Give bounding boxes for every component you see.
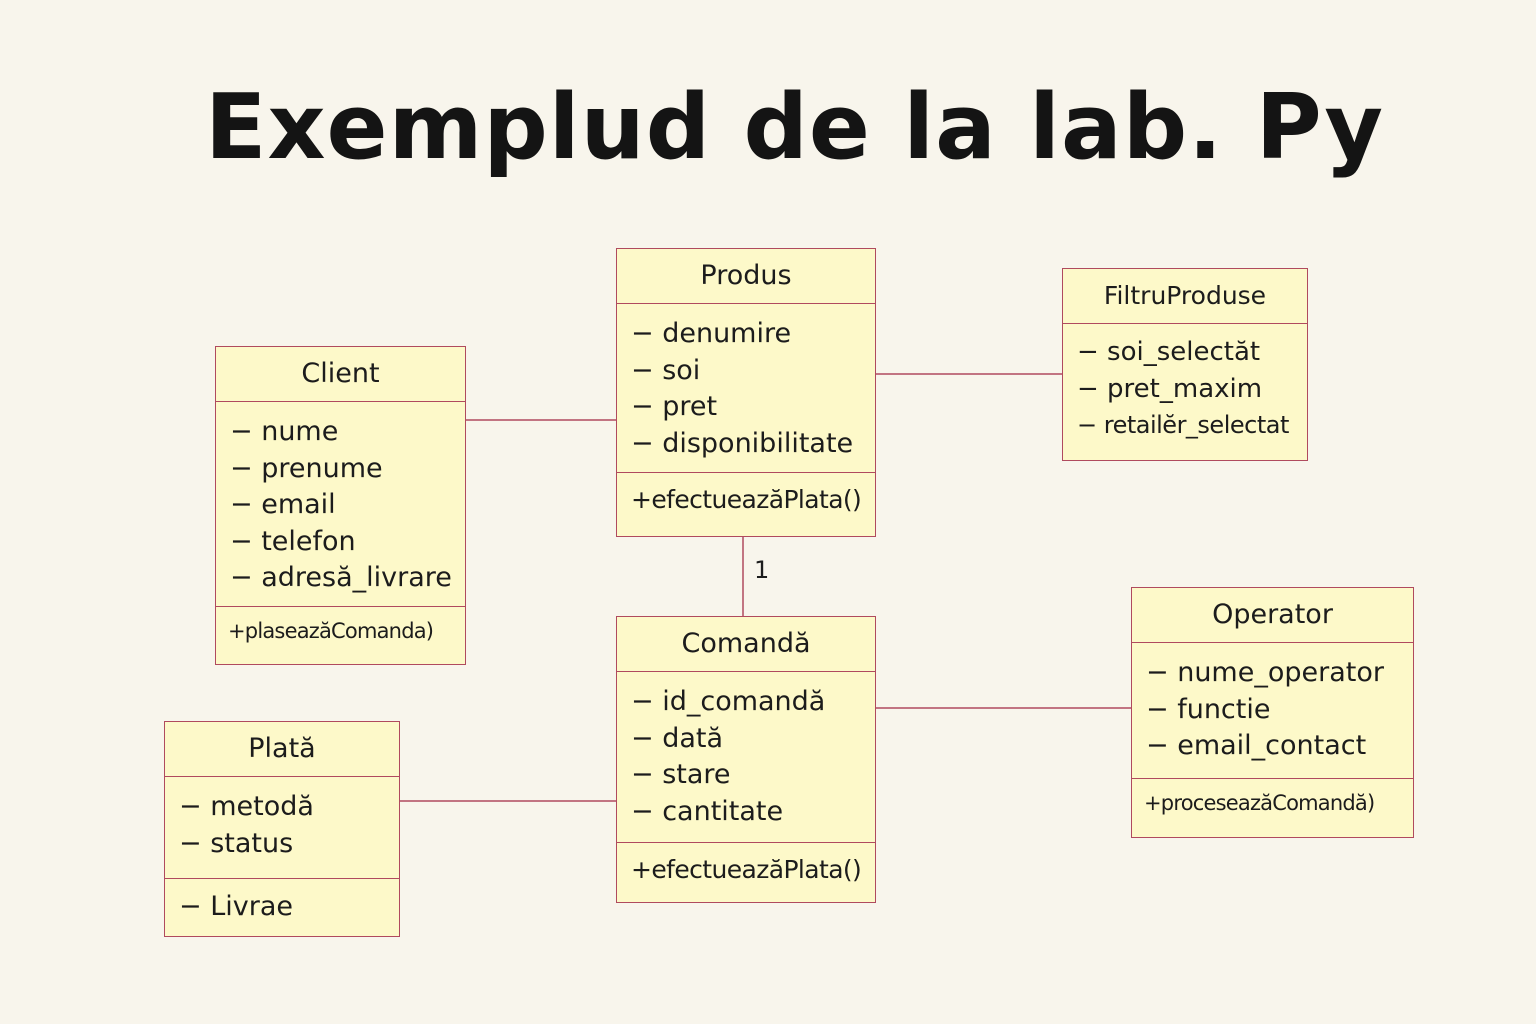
- class-name: Plată: [165, 722, 399, 777]
- class-produs: Produs − denumire − soi − pret − disponi…: [616, 248, 876, 537]
- attribute: − prenume: [230, 452, 383, 484]
- attribute: − pret_maxim: [1077, 373, 1263, 404]
- attribute: − dată: [631, 722, 724, 754]
- attribute: − email: [230, 489, 336, 520]
- attribute: − retailĕr_selectat: [1077, 411, 1289, 439]
- class-filtru-produse: FiltruProduse − soi_selectăt − pret_maxi…: [1062, 268, 1308, 461]
- attribute: − denumire: [631, 318, 792, 349]
- attribute-list: − id_comandă − dată − stare − cantitate: [617, 672, 875, 842]
- attribute: − functie: [1146, 693, 1271, 725]
- class-client: Client − nume − prenume − email − telefo…: [215, 346, 466, 665]
- attribute-list: − soi_selectăt − pret_maxim − retailĕr_s…: [1063, 324, 1307, 452]
- attribute: − soi_selectăt: [1077, 337, 1261, 367]
- operation: +efectuează​Plata(): [617, 472, 875, 514]
- class-plata: Plată − metodă − status − Livrae: [164, 721, 400, 937]
- operation: +procesează​Comandă): [1132, 778, 1413, 815]
- multiplicity-label: 1: [754, 556, 770, 584]
- attribute-list: − nume − prenume − email − telefon − adr…: [216, 402, 465, 606]
- operation: +plasează​Comanda): [216, 606, 465, 643]
- attribute: − status: [179, 827, 294, 859]
- attribute-list: − nume_operator − functie − email_contac…: [1132, 643, 1413, 778]
- operation: − Livrae: [165, 878, 399, 922]
- operation: +efectuează​Plata(): [617, 842, 875, 884]
- class-comanda: Comandă − id_comandă − dată − stare − ca…: [616, 616, 876, 903]
- attribute: − stare: [631, 759, 731, 790]
- attribute: − soi: [631, 354, 701, 386]
- attribute-list: − denumire − soi − pret − disponibilitat…: [617, 304, 875, 472]
- attribute: − cantitate: [631, 795, 784, 827]
- class-name: Operator: [1132, 588, 1413, 643]
- class-name: Comandă: [617, 617, 875, 672]
- class-name: FiltruProduse: [1063, 269, 1307, 324]
- class-name: Client: [216, 347, 465, 402]
- class-name: Produs: [617, 249, 875, 304]
- diagram-title: Exemplud de la lab. Py: [205, 75, 1384, 180]
- attribute: − email_contact: [1146, 730, 1367, 761]
- attribute: − disponibilitate: [631, 427, 854, 459]
- attribute-list: − metodă − status: [165, 777, 399, 878]
- attribute: − id_comandă: [631, 686, 826, 717]
- attribute: − pret: [631, 391, 718, 422]
- attribute: − nume_operator: [1146, 657, 1384, 688]
- attribute: − adresă_livrare: [230, 562, 452, 593]
- attribute: − metodă: [179, 791, 314, 822]
- attribute: − nume: [230, 416, 339, 447]
- class-operator: Operator − nume_operator − functie − ema…: [1131, 587, 1414, 838]
- attribute: − telefon: [230, 525, 356, 557]
